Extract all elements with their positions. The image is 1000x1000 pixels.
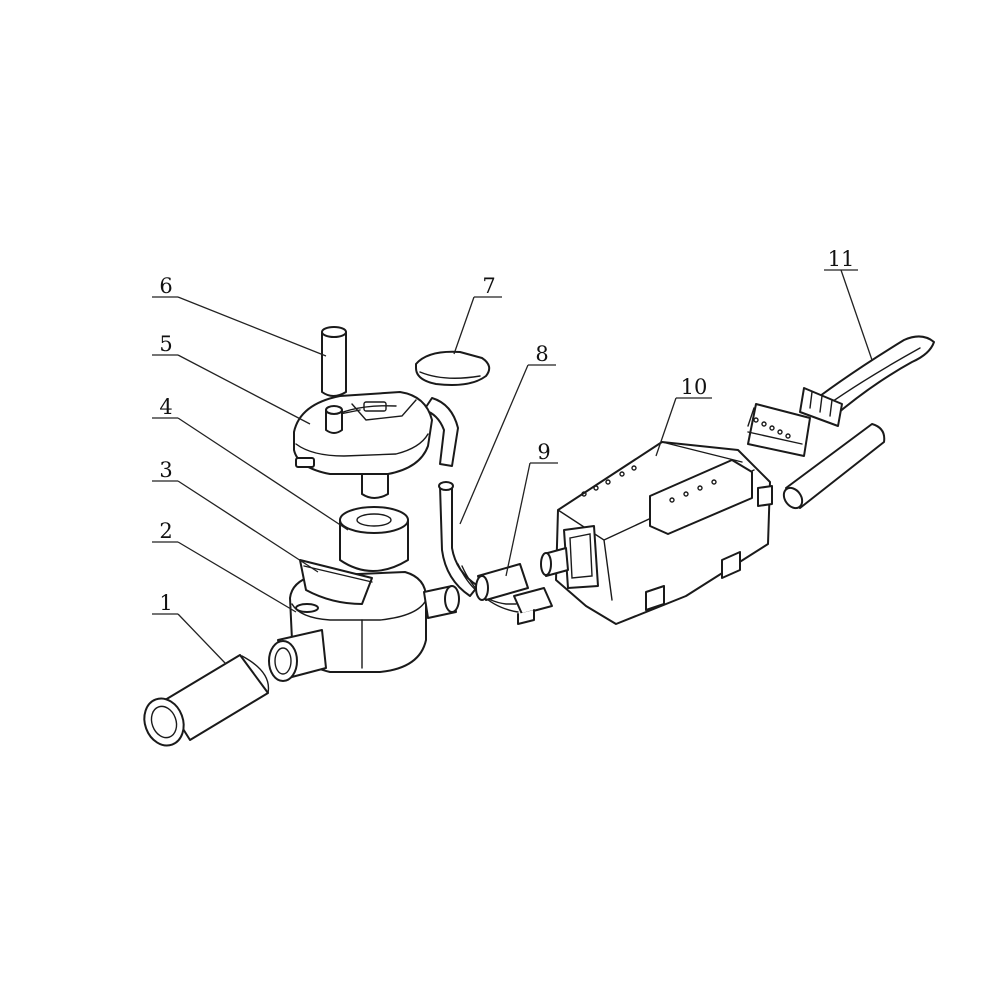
callout-8: 8: [535, 342, 548, 366]
leader-11-vert: [840, 269, 873, 361]
part-5-lid: [293, 391, 459, 475]
part-9-sensor-plug: [475, 563, 553, 625]
callout-1: 1: [159, 591, 172, 615]
callout-9: 9: [537, 440, 550, 464]
callout-4: 4: [159, 395, 172, 419]
callout-2: 2: [159, 519, 172, 543]
leader-lines: [152, 269, 873, 665]
part-1-inlet-hose: [143, 654, 270, 747]
leader-3-diag: [177, 480, 319, 573]
leader-7-diag: [453, 296, 475, 355]
callout-labels: 1 2 3 4 5 6 7 8 9 10 11: [159, 247, 854, 615]
callout-10: 10: [681, 375, 708, 399]
leader-8-diag: [459, 364, 529, 525]
callout-11: 11: [828, 247, 855, 271]
outlet-drain-hose: [782, 423, 886, 510]
leader-1-diag: [177, 613, 227, 665]
callout-7: 7: [482, 274, 495, 298]
part-3-filter-sleeve: [299, 559, 373, 605]
leader-5-diag: [177, 354, 311, 425]
leader-2-diag: [177, 541, 297, 613]
part-6-vent-tube: [321, 326, 347, 434]
unit-indicator-dots: [581, 465, 717, 503]
callout-6: 6: [159, 274, 172, 298]
leader-10-diag: [655, 397, 677, 457]
part-11-power-cable: [747, 335, 935, 457]
part-4-float: [339, 506, 409, 572]
part-10-pump-unit: [540, 441, 773, 625]
leader-6-diag: [177, 296, 327, 357]
part-2-reservoir-tank: [268, 571, 460, 682]
callout-5: 5: [159, 332, 172, 356]
part-7-cover-cap: [415, 350, 491, 386]
callout-3: 3: [159, 458, 172, 482]
leader-9-diag: [505, 462, 531, 577]
leader-4-diag: [177, 417, 349, 531]
